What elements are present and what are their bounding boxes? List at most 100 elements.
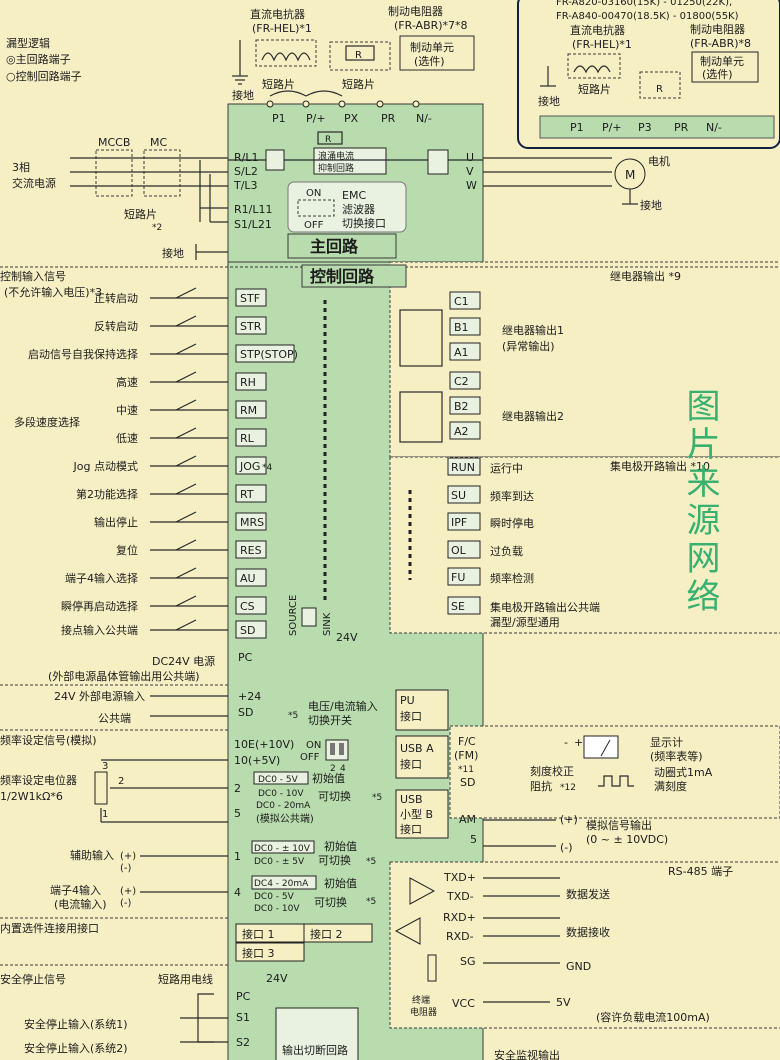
t1-initial: 初始值: [324, 839, 357, 853]
usb-b-port[interactable]: [395, 789, 449, 839]
t4-input-note: (电流输入): [54, 897, 107, 911]
dc24-note: (外部电源晶体管输出用公共端): [48, 669, 200, 683]
oc-terminal-box: [447, 512, 481, 531]
safety-in2: 安全停止输入(系统2): [24, 1041, 128, 1055]
t4-initial: 初始值: [324, 876, 357, 890]
relay-terminal-box: [449, 342, 481, 361]
usb-a-port[interactable]: [395, 735, 449, 779]
inset-ground: 接地: [538, 95, 560, 108]
t2-initial: 初始值: [312, 771, 345, 785]
relay-terminal-box: [449, 291, 481, 310]
short-bar-2-label: 短路片: [124, 207, 157, 221]
svg-text:(-): (-): [120, 898, 132, 909]
svg-text:接口: 接口: [400, 823, 422, 836]
svg-text:(-): (-): [560, 841, 573, 854]
input-terminal: AU: [240, 572, 256, 585]
relay-terminal: B2: [454, 400, 469, 413]
rs485-area: [389, 861, 780, 1029]
meter-analog-range: (0 ~ ± 10VDC): [586, 833, 668, 846]
oc-terminal: RUN: [451, 461, 475, 474]
vi-switch-1: 电压/电流输入: [308, 699, 378, 713]
brake-unit-label: 制动单元: [410, 41, 454, 54]
input-label: 第2功能选择: [76, 487, 138, 501]
analog-pot-spec: 1/2W1kΩ*6: [0, 790, 63, 803]
inset-model-line1: FR-A820-03160(15K) - 01250(22K),: [556, 0, 732, 8]
dc-reactor-box: [255, 39, 317, 67]
brake-unit-note: (选件): [414, 55, 445, 68]
t4-input: 端子4输入: [50, 883, 101, 897]
brake-resistor-model: (FR-ABR)*7*8: [394, 19, 468, 32]
input-label: 接点输入公共端: [61, 623, 138, 637]
term-rl1: R/L1: [234, 151, 258, 164]
relay-out2-label: 继电器输出2: [502, 409, 564, 423]
term-n: N/-: [416, 112, 432, 125]
relay-terminal: A2: [454, 425, 469, 438]
oc-terminal: FU: [451, 571, 465, 584]
inset-brake-resistor: 制动电阻器: [690, 23, 745, 36]
sink-label: SINK: [322, 612, 333, 636]
inset-dc-reactor-model: (FR-HEL)*1: [572, 38, 632, 51]
source-label: SOURCE: [288, 595, 299, 636]
dc-reactor-model: (FR-HEL)*1: [252, 22, 312, 35]
motor-ground-label: 接地: [640, 199, 662, 212]
meter-coil: 动圈式1mA: [654, 766, 713, 779]
svg-text:2: 2: [118, 776, 124, 787]
analog-common: (模拟公共端): [256, 812, 314, 825]
inset-brake-resistor-model: (FR-ABR)*8: [690, 37, 751, 50]
input-label: 反转启动: [94, 319, 138, 333]
pu-port[interactable]: [395, 689, 449, 731]
emc-off: OFF: [304, 220, 324, 231]
input-terminal: STP(STOP): [240, 348, 298, 361]
emc-label-2: 滤波器: [342, 203, 375, 216]
inrush-label-1: 浪涌电流: [318, 150, 354, 162]
oc-header: 集电极开路输出 *10: [610, 459, 710, 473]
oc-terminal-box: [447, 457, 481, 476]
option-port-2[interactable]: [303, 923, 373, 943]
brake-resistor-box: [329, 41, 391, 71]
option-port-3[interactable]: [235, 942, 305, 962]
oc-terminal: SE: [451, 600, 465, 613]
input-label: 低速: [116, 432, 138, 445]
input-terminal: CS: [240, 600, 255, 613]
oc-terminal-box: [447, 540, 481, 559]
svg-text:(选件): (选件): [702, 68, 733, 81]
meter-calib-2: 阻抗: [530, 779, 552, 793]
mccb-label: MCCB: [98, 136, 130, 149]
motor-label: 电机: [648, 154, 670, 168]
input-header: 控制输入信号: [0, 269, 66, 283]
svg-text:接口 2: 接口 2: [310, 928, 343, 941]
relay-terminal: C1: [454, 295, 469, 308]
meter-fc: F/C: [458, 735, 476, 748]
brake-unit-box: [399, 35, 475, 71]
t4-opt-3: DC0 - 10V: [254, 904, 300, 914]
input-terminal-box: [235, 540, 267, 559]
rs485-vcc: VCC: [452, 997, 475, 1010]
potentiometer-icon: [94, 771, 108, 805]
input-terminal-box: [235, 620, 267, 639]
relay-terminal-box: [449, 317, 481, 336]
analog-pot: 频率设定电位器: [0, 773, 77, 787]
svg-text:制动单元: 制动单元: [700, 55, 744, 68]
ext24-label: 24V 外部电源输入: [54, 689, 145, 703]
vi-switch[interactable]: [325, 739, 349, 761]
ext24-term: +24: [238, 690, 261, 703]
oc-se-note: 漏型/源型通用: [490, 615, 560, 629]
input-terminal: STF: [240, 292, 260, 305]
svg-text:*5: *5: [366, 897, 376, 907]
rs485-sg: SG: [460, 955, 476, 968]
term-sl2: S/L2: [234, 165, 258, 178]
oc-label: 频率到达: [490, 489, 534, 503]
relay-terminal-box: [449, 421, 481, 440]
input-terminal-box: [235, 288, 267, 307]
relay-header: 继电器输出 *9: [610, 269, 681, 283]
svg-text:USB A: USB A: [400, 742, 434, 755]
meter-display-note: (频率表等): [650, 749, 703, 763]
inrush-box: [313, 147, 387, 175]
term-10e: 10E(+10V): [234, 738, 294, 751]
aux-input: 辅助输入: [70, 848, 114, 862]
emc-on: ON: [306, 188, 321, 199]
oc-label: 运行中: [490, 462, 523, 475]
relay-terminal: C2: [454, 375, 469, 388]
ext24-sd: SD: [238, 706, 253, 719]
